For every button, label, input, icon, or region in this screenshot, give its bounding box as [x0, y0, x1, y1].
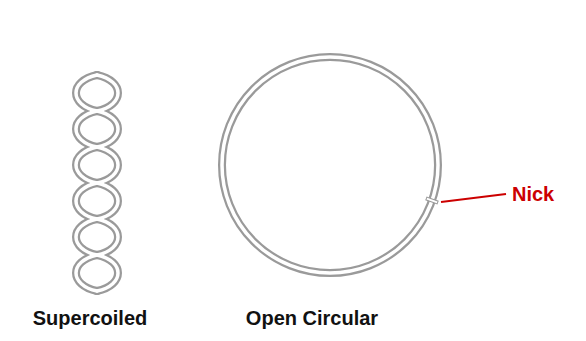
- form-label: Open Circular: [246, 306, 378, 330]
- nick-gap: [426, 197, 438, 204]
- leader-line: [441, 194, 506, 202]
- form-label: Supercoiled: [33, 306, 147, 330]
- nick-label: Nick: [512, 182, 554, 206]
- open-circular-dna: [222, 57, 438, 273]
- supercoiled-dna: [76, 75, 118, 291]
